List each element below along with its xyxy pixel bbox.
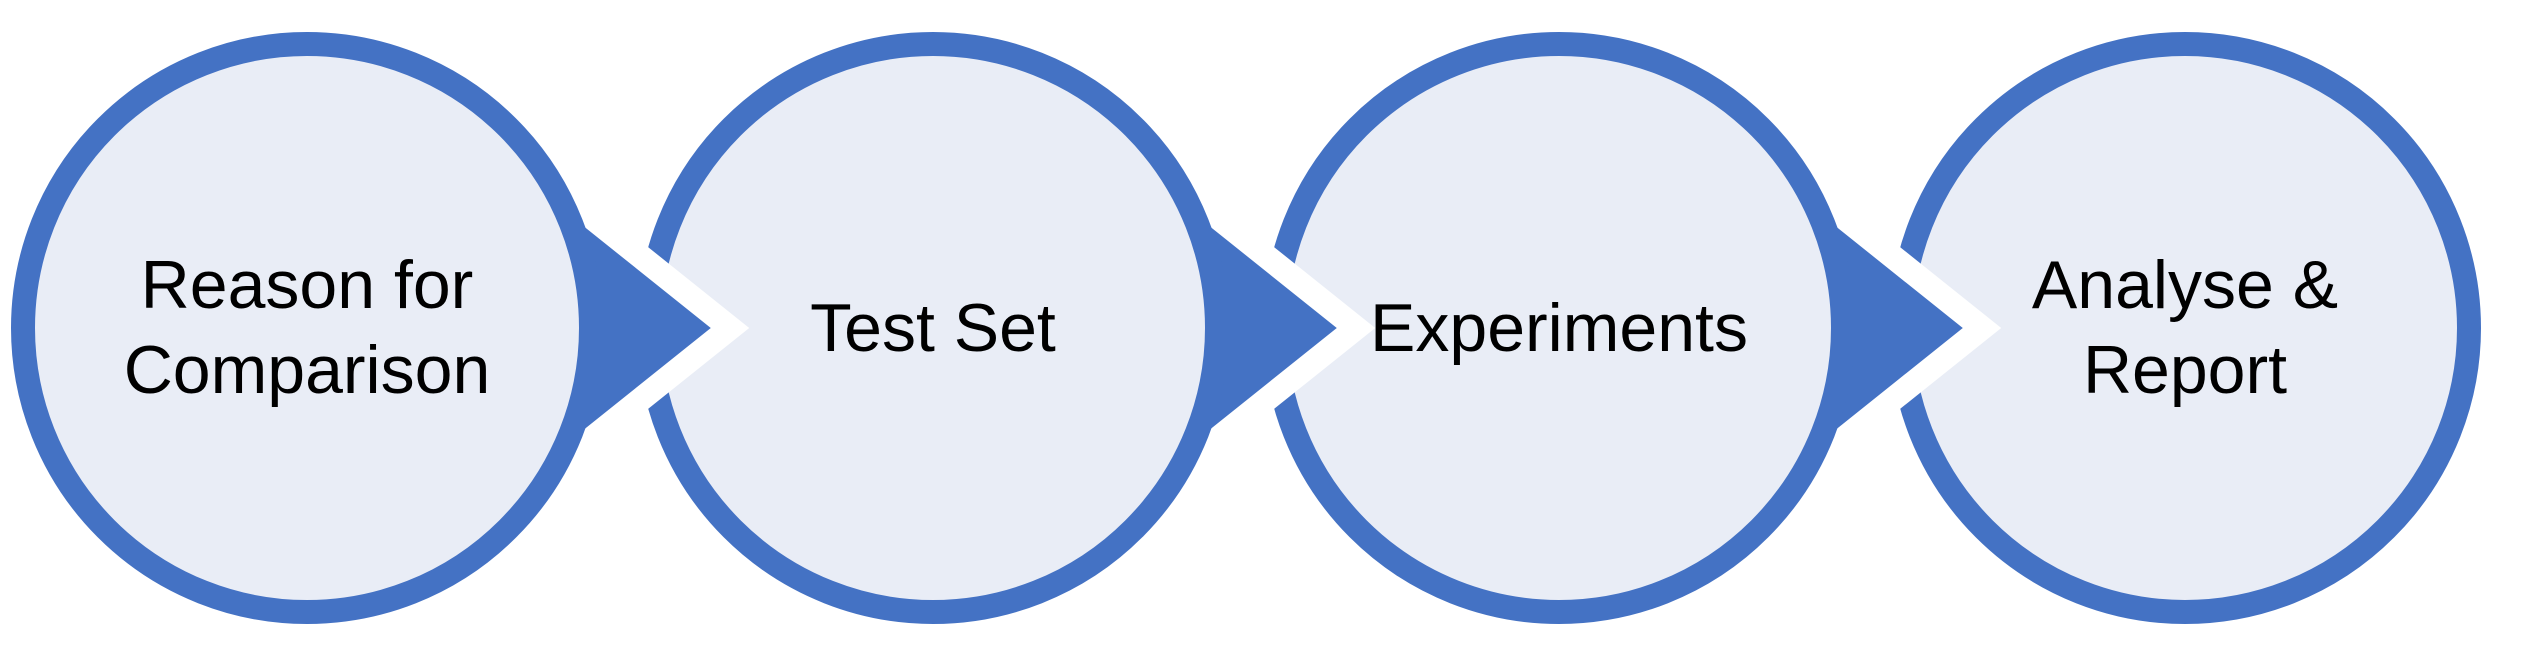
step-circle-1 <box>11 32 603 624</box>
